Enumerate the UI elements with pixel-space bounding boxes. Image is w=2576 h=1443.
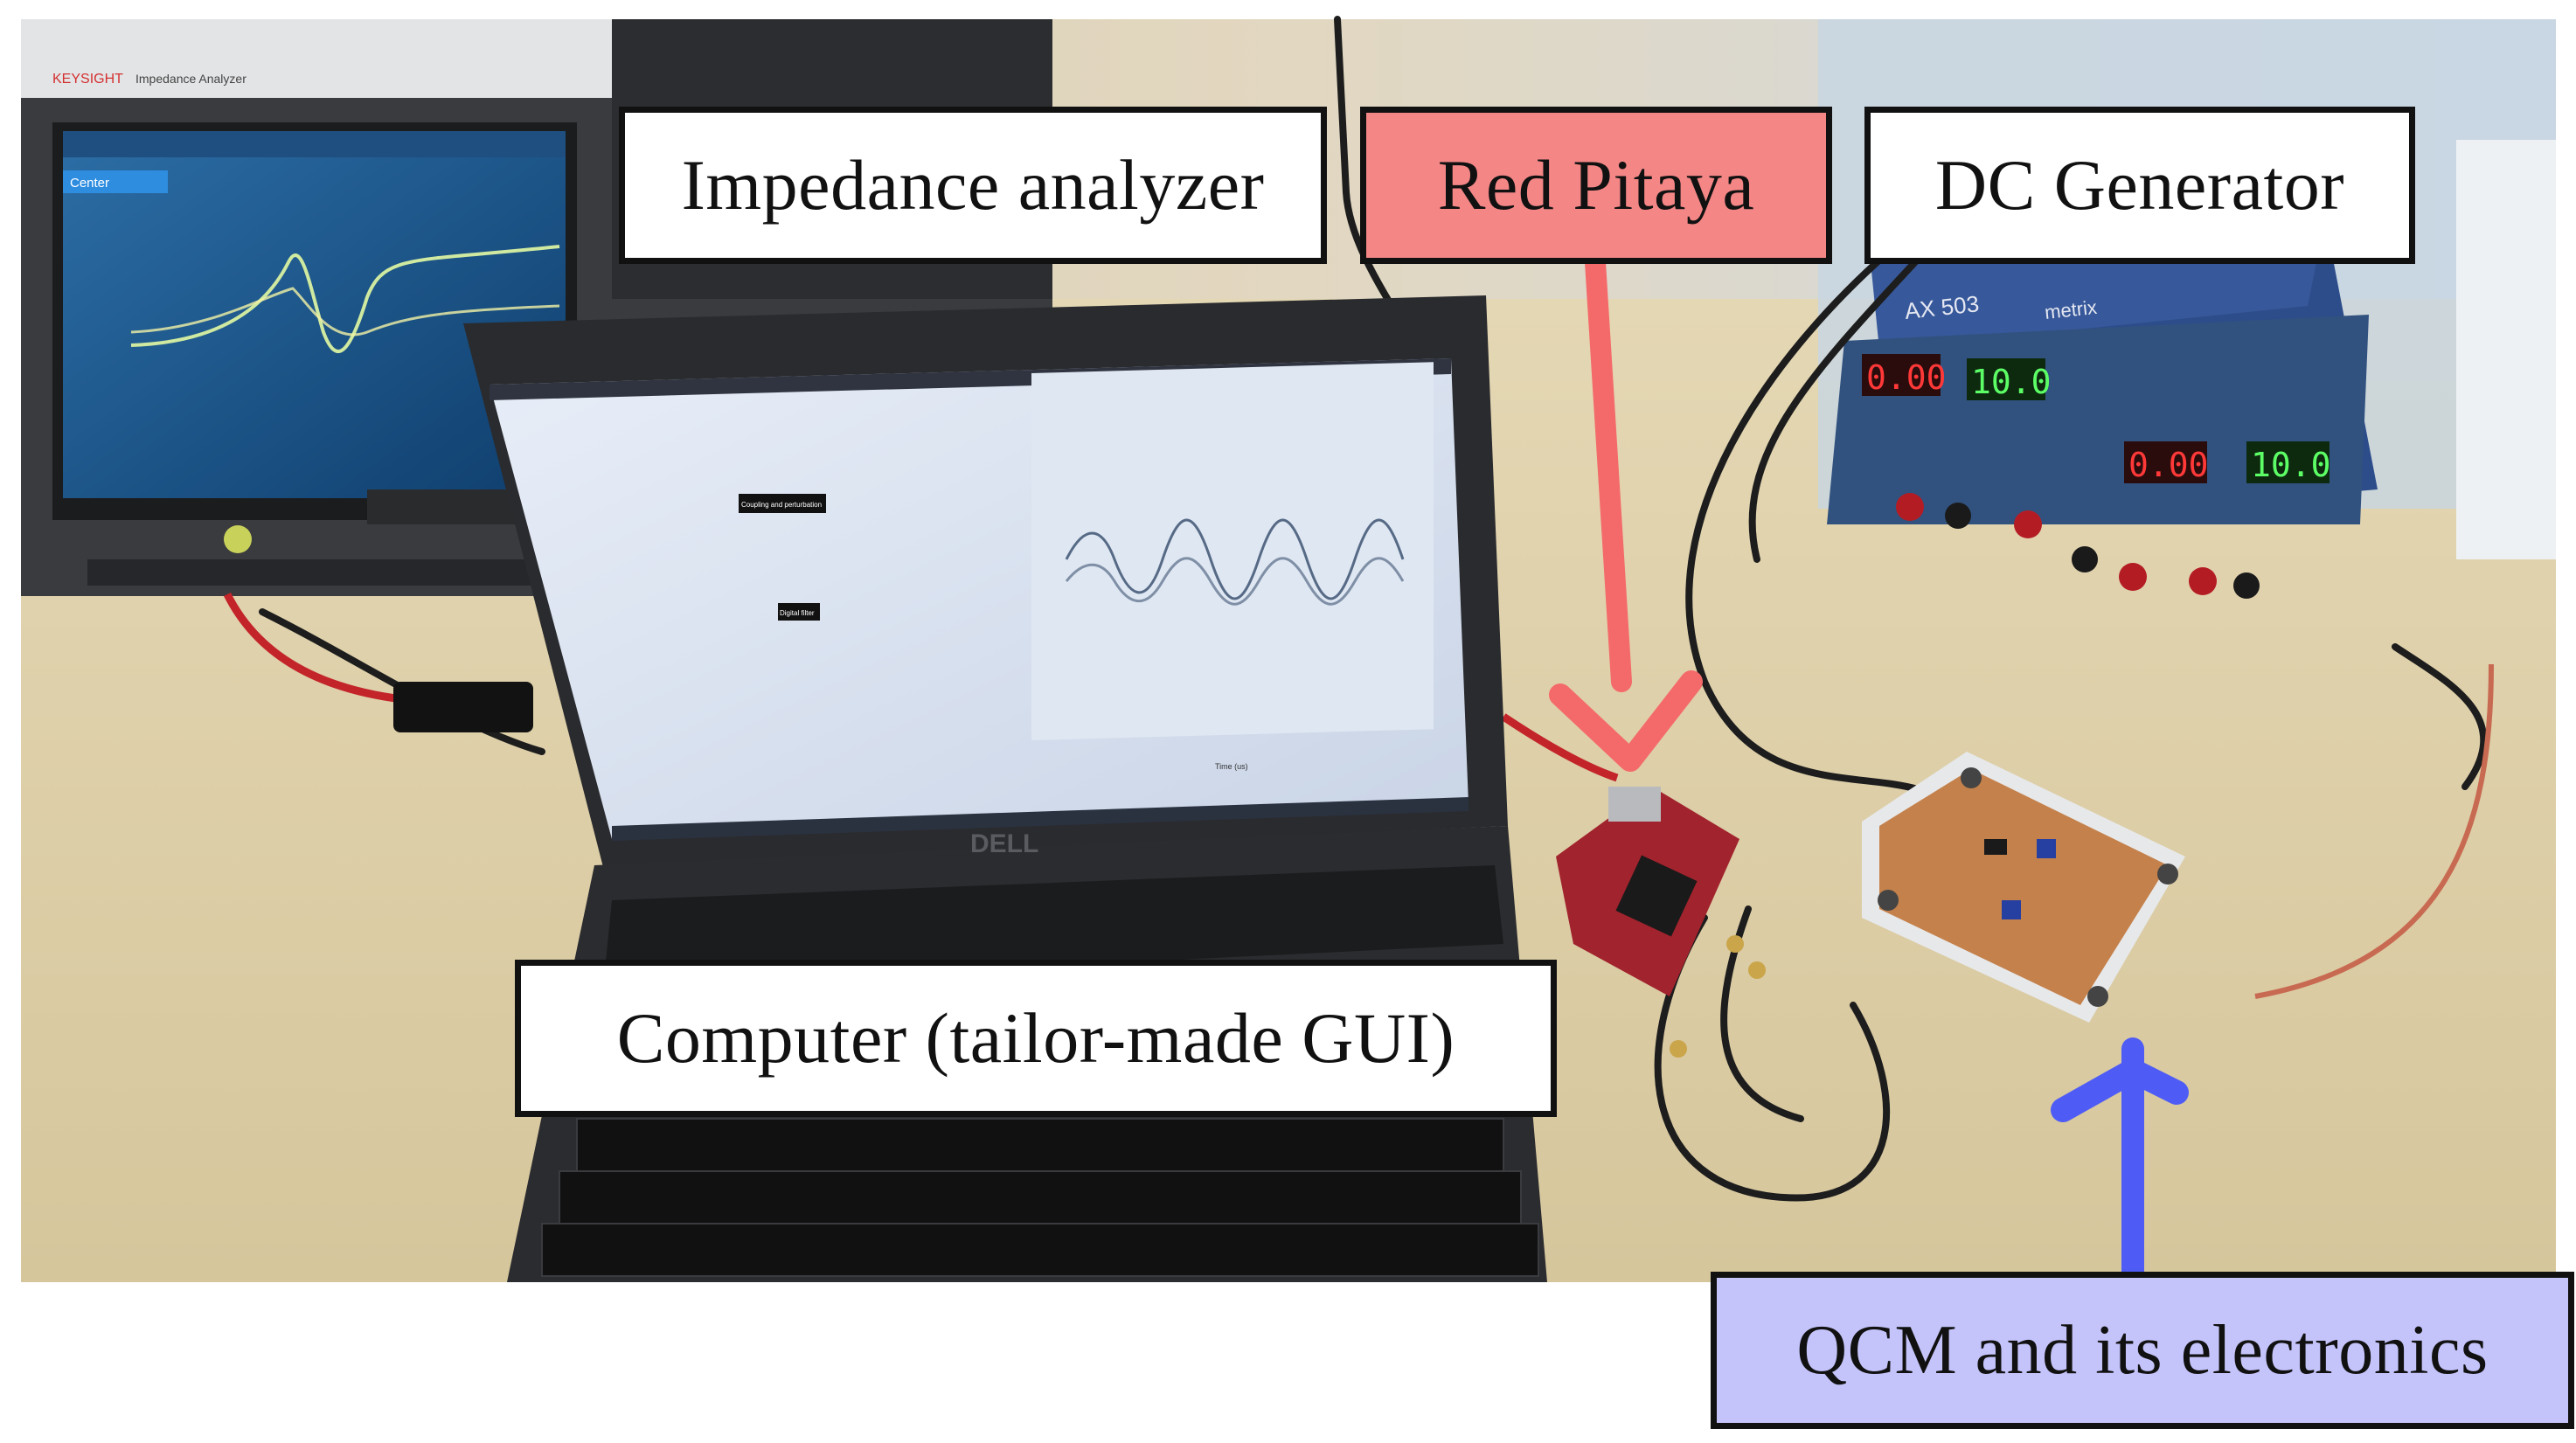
power-supply-brand-text: metrix — [2044, 296, 2098, 323]
blue-arrow — [2051, 1037, 2189, 1283]
impedance-analyzer-label: Impedance analyzer — [619, 107, 1327, 264]
computer-label: Computer (tailor-made GUI) — [515, 960, 1557, 1117]
dc-generator-label: DC Generator — [1864, 107, 2415, 264]
impedance-analyzer-label-text: Impedance analyzer — [681, 145, 1265, 225]
red-pitaya-label: Red Pitaya — [1360, 107, 1832, 264]
qcm-label-text: QCM and its electronics — [1796, 1311, 2489, 1389]
gui-plot-xlabel: Time (us) — [1215, 762, 1248, 771]
qcm-label: QCM and its electronics — [1711, 1272, 2574, 1429]
red-pitaya-board — [1556, 787, 1766, 1058]
readout-left-voltage: 10.0 — [1971, 363, 2052, 401]
red-pitaya-label-text: Red Pitaya — [1437, 145, 1755, 225]
analyzer-brand-text: KEYSIGHT — [52, 72, 123, 87]
qcm-board — [1862, 752, 2185, 1023]
computer-label-text: Computer (tailor-made GUI) — [616, 998, 1455, 1078]
dc-generator-label-text: DC Generator — [1934, 145, 2345, 225]
readout-left-current: 0.00 — [1866, 358, 1947, 397]
analyzer-model-text: Impedance Analyzer — [135, 72, 246, 86]
readout-right-current: 0.00 — [2128, 446, 2209, 484]
gui-button-digital-filter: Digital filter — [780, 609, 815, 617]
gui-button-coupling: Coupling and perturbation — [741, 501, 822, 509]
laptop — [463, 295, 1547, 1282]
red-arrow — [1549, 252, 1703, 772]
readout-right-voltage: 10.0 — [2251, 446, 2331, 484]
analyzer-center-text: Center — [70, 176, 109, 191]
laptop-brand-text: DELL — [970, 829, 1038, 858]
